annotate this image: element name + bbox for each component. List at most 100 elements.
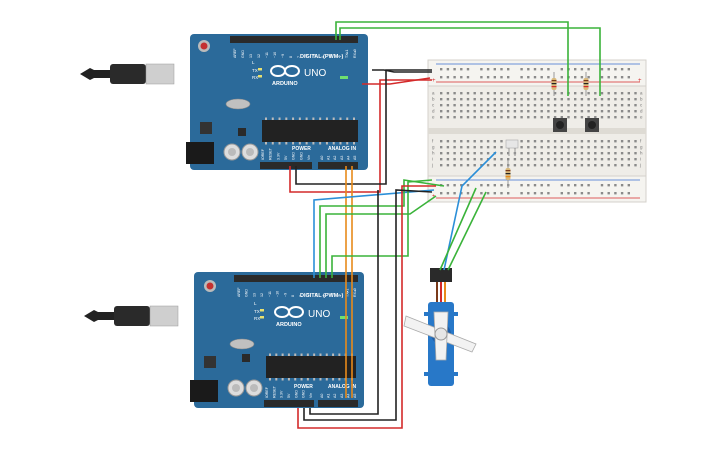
digital-pin-label: ~5: [313, 54, 317, 58]
resistor-1[interactable]: [551, 72, 557, 96]
digital-pin-label: 12: [257, 54, 261, 58]
servo-motor[interactable]: [403, 268, 477, 386]
row-letter: c: [432, 103, 435, 108]
power-header[interactable]: [260, 162, 312, 169]
digital-pin-label: ~3: [330, 293, 334, 297]
wire-green-1[interactable]: [335, 21, 569, 96]
arduino-infinity-logo-icon: [274, 306, 304, 318]
wire-black-2[interactable]: [295, 69, 432, 185]
wire-blue-1[interactable]: [313, 189, 435, 278]
row-letter: e: [640, 115, 643, 120]
dc-power-jack: [186, 142, 214, 164]
row-letter: f: [640, 139, 642, 144]
digital-pin-label: 2: [338, 295, 342, 297]
analog-header[interactable]: [318, 162, 358, 169]
resistor-2[interactable]: [583, 72, 589, 96]
digital-pin-label: ~10: [276, 291, 280, 297]
wires[interactable]: [289, 21, 601, 429]
analog-pin-label: A2: [333, 394, 337, 398]
wire-green-4[interactable]: [325, 195, 437, 278]
wire-blue-2[interactable]: [443, 151, 497, 271]
wire-red-2[interactable]: [289, 79, 432, 193]
dc-power-jack: [190, 380, 218, 402]
wire-green-5[interactable]: [331, 179, 433, 278]
power-pin-label: IOREF: [261, 148, 265, 160]
resistor-3[interactable]: [505, 160, 511, 188]
digital-header[interactable]: [230, 36, 358, 43]
analog-pin-label: A0: [320, 394, 324, 398]
power-pin-label: 5V: [287, 393, 291, 398]
arduino-logo-text: ARDUINO: [272, 81, 298, 87]
digital-pin-label: 12: [260, 293, 264, 297]
digital-pin-label: RX◂0: [353, 288, 357, 297]
power-label: POWER: [294, 384, 313, 390]
wire-red-1[interactable]: [362, 77, 431, 85]
row-letter: b: [640, 97, 643, 102]
crystal-oscillator: [225, 98, 251, 110]
row-letter: g: [640, 145, 643, 150]
row-letter: f: [432, 139, 434, 144]
pushbutton-1[interactable]: [553, 118, 567, 132]
digital-pin-label: ~10: [273, 52, 277, 58]
power-pin-label: 3.3V: [276, 152, 280, 160]
digital-pin-label: 7: [297, 56, 301, 58]
digital-pin-label: 8: [291, 295, 295, 297]
sensor-component[interactable]: [505, 139, 519, 156]
digital-pin-label: GND: [241, 50, 245, 58]
analog-pin-label: A1: [327, 156, 331, 160]
top-rail-plus-label: +: [432, 78, 436, 84]
digital-pin-label: ~11: [265, 52, 269, 58]
atmega-chip: [262, 120, 358, 142]
crystal-oscillator: [229, 338, 255, 350]
voltage-regulator: [200, 122, 212, 134]
analog-pin-label: A0: [320, 156, 324, 160]
digital-pin-label: 8: [289, 56, 293, 58]
wire-red-3[interactable]: [297, 185, 436, 429]
digital-pin-label: ~3: [329, 54, 333, 58]
digital-pin-label: 4: [321, 56, 325, 58]
power-led: [340, 316, 348, 319]
power-led: [340, 76, 348, 79]
digital-label: DIGITAL (PWM~): [300, 293, 344, 299]
digital-header[interactable]: [234, 275, 358, 282]
row-letter: d: [432, 109, 435, 114]
analog-pin-label: A5: [353, 394, 357, 398]
digital-pin-label: AREF: [237, 287, 241, 297]
wire-green-7[interactable]: [447, 191, 487, 271]
row-letter: a: [432, 91, 435, 96]
power-pin-label: Vin: [309, 393, 313, 398]
uno-model-text: UNO: [304, 68, 326, 79]
digital-pin-label: ~11: [268, 291, 272, 297]
analog-label: ANALOG IN: [328, 384, 356, 390]
l-led-label: L: [254, 301, 257, 306]
power-pin-label: RESET: [272, 385, 276, 398]
digital-pin-label: RX◂0: [353, 49, 357, 58]
analog-pin-label: A4: [346, 156, 350, 160]
power-pin-label: IOREF: [265, 386, 269, 398]
row-letter: j: [431, 163, 433, 168]
wire-black-1[interactable]: [372, 69, 432, 73]
wire-black-4[interactable]: [309, 190, 379, 415]
digital-pin-label: TX▸1: [345, 50, 349, 58]
power-header[interactable]: [264, 400, 314, 407]
servo-horn[interactable]: [403, 311, 477, 361]
pushbutton-2[interactable]: [585, 118, 599, 132]
analog-pin-label: A1: [327, 394, 331, 398]
power-pin-label: Vin: [307, 155, 311, 160]
analog-label: ANALOG IN: [328, 146, 356, 152]
analog-header[interactable]: [318, 400, 358, 407]
digital-pin-label: 7: [299, 295, 303, 297]
analog-pin-label: A4: [346, 394, 350, 398]
wire-green-2[interactable]: [339, 27, 601, 96]
analog-pin-label: A5: [353, 156, 357, 160]
analog-pin-label: A3: [340, 156, 344, 160]
wire-green-6[interactable]: [439, 187, 477, 271]
wire-black-3[interactable]: [303, 189, 433, 421]
